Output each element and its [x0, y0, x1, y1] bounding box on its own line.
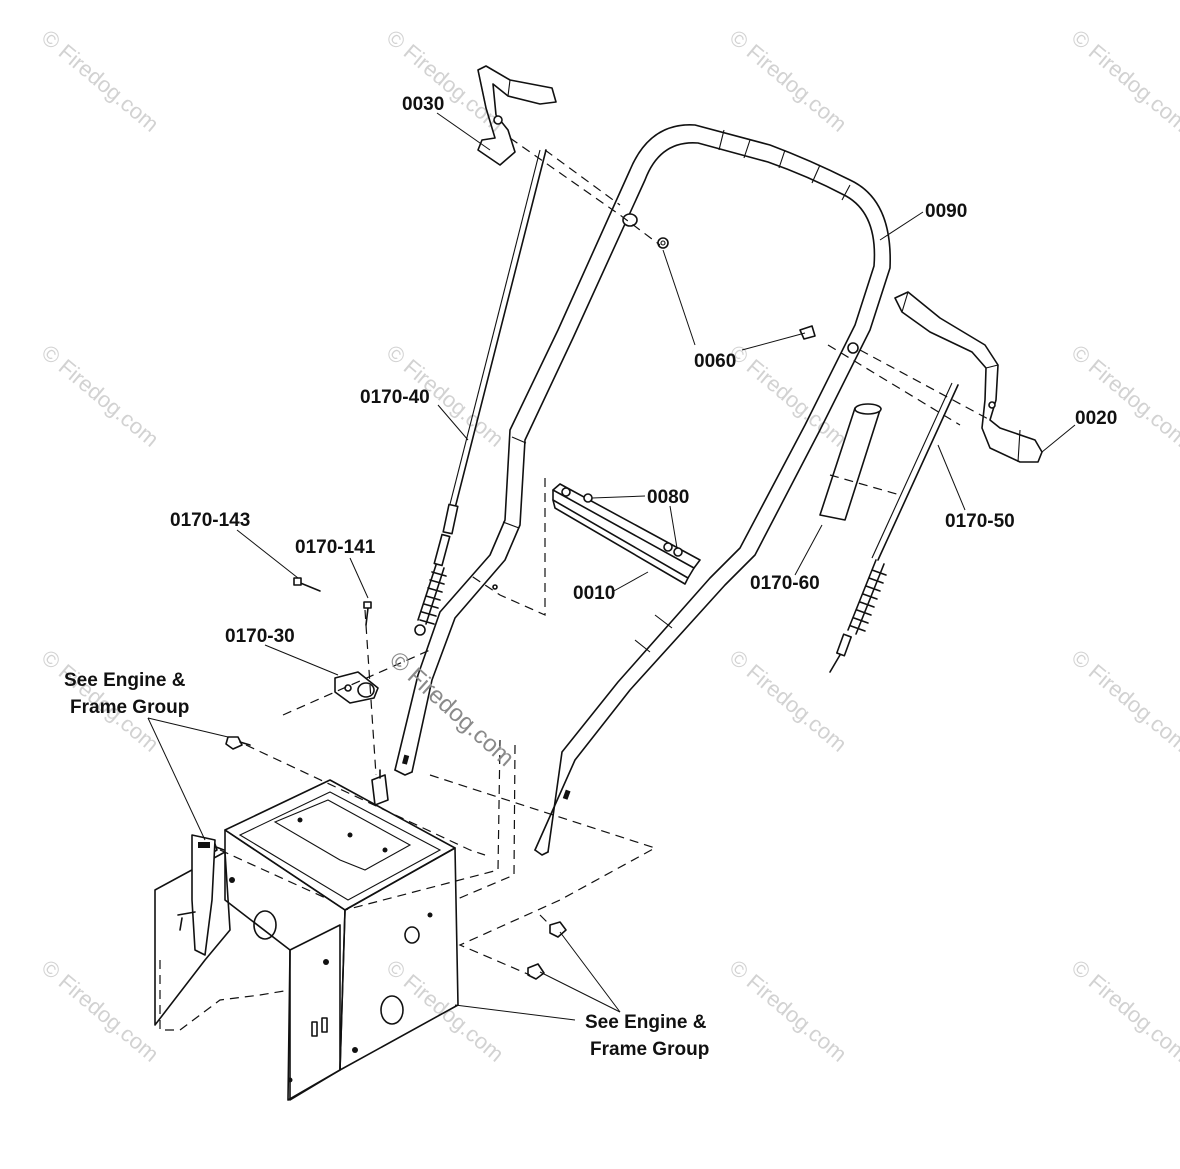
watermark: © Firedog.com: [37, 955, 164, 1067]
watermark: © Firedog.com: [1067, 25, 1180, 137]
engine-frame: [154, 769, 459, 1101]
note-see-engine-right-line1: See Engine &: [585, 1012, 707, 1033]
note-see-engine-left-line2: Frame Group: [70, 697, 189, 718]
callout-0170-60: 0170-60: [750, 573, 820, 594]
watermark: © Firedog.com: [37, 340, 164, 452]
callout-0090: 0090: [925, 201, 967, 222]
watermark: © Firedog.com: [725, 340, 852, 452]
watermark: © Firedog.com: [37, 25, 164, 137]
leader-lines: [147, 112, 1076, 1021]
left-cable: [414, 149, 547, 636]
callout-0170-141: 0170-141: [295, 537, 376, 558]
grip-sleeve: [819, 403, 882, 521]
handle-frame: [394, 124, 891, 856]
right-control-lever: [894, 291, 1043, 463]
watermark: © Firedog.com: [1067, 955, 1180, 1067]
watermark: © Firedog.com: [1067, 645, 1180, 757]
right-cable: [829, 382, 959, 673]
assembly-lines: [219, 137, 991, 976]
watermark: © Firedog.com: [725, 645, 852, 757]
callout-0010: 0010: [573, 583, 615, 604]
watermark: © Firedog.com: [725, 955, 852, 1067]
left-control-lever: [477, 65, 557, 166]
watermark: © Firedog.com: [725, 25, 852, 137]
watermark-center: © Firedog.com: [384, 646, 519, 772]
note-see-engine-left-line1: See Engine &: [64, 670, 186, 691]
callout-0020: 0020: [1075, 408, 1117, 429]
callout-0030: 0030: [402, 94, 444, 115]
cross-bracket: [552, 483, 701, 585]
callout-0080: 0080: [647, 487, 689, 508]
hardware: [200, 237, 816, 980]
note-see-engine-right-line2: Frame Group: [590, 1039, 709, 1060]
callout-0170-50: 0170-50: [945, 511, 1015, 532]
callout-0060: 0060: [694, 351, 736, 372]
callout-0170-143: 0170-143: [170, 510, 250, 531]
watermark: © Firedog.com: [382, 955, 509, 1067]
callout-0170-30: 0170-30: [225, 626, 295, 647]
callout-labels: 0030 0090 0060 0020 0170-40 0080 0010 01…: [64, 94, 1117, 1060]
watermark: © Firedog.com: [1067, 340, 1180, 452]
callout-0170-40: 0170-40: [360, 387, 430, 408]
